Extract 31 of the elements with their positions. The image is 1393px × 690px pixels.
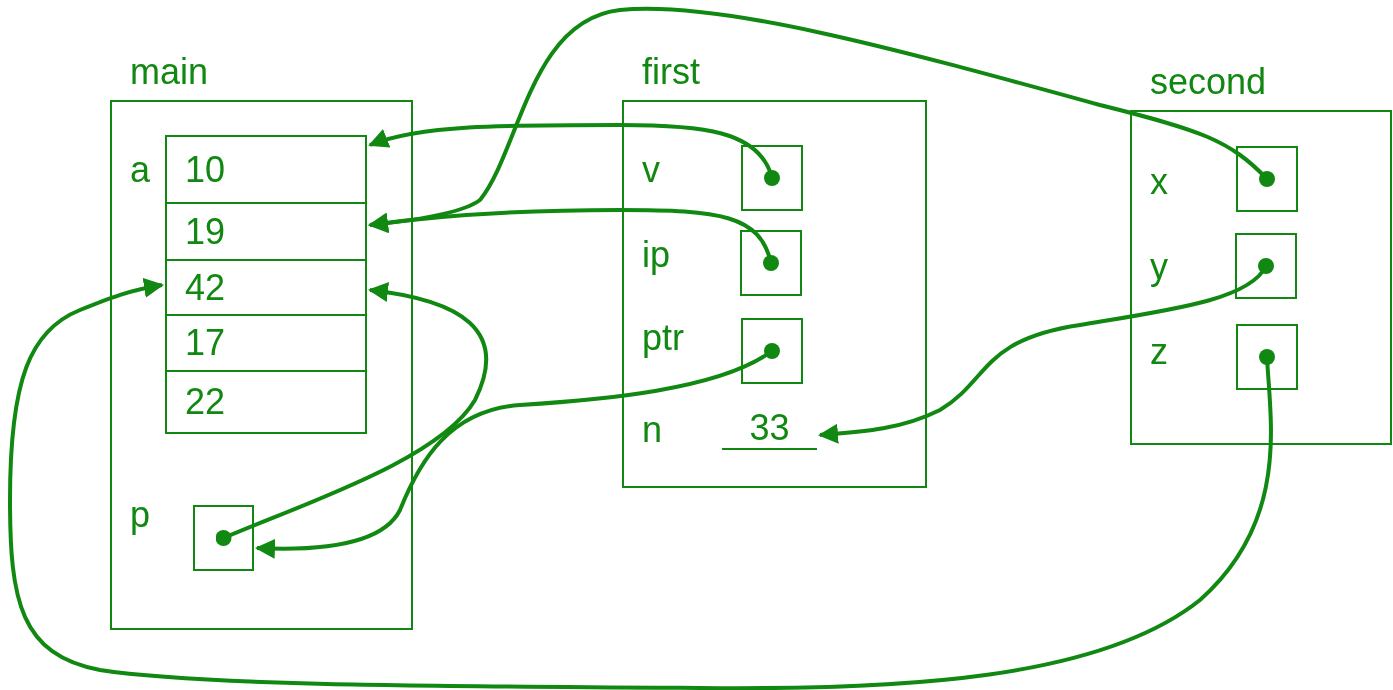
frame-title: first <box>642 52 700 92</box>
variable-name: v <box>642 150 660 190</box>
variable-name: ptr <box>642 318 684 358</box>
pointer-box <box>1236 146 1298 212</box>
array-cell: 42 <box>165 259 367 316</box>
pointer-arrow <box>8 278 1275 690</box>
pointer-arrow <box>818 258 1274 444</box>
variable-name: ip <box>642 235 671 275</box>
frame-title: main <box>130 52 209 92</box>
pointer-box <box>193 505 254 571</box>
variable-name: a <box>130 150 151 190</box>
array-cell: 10 <box>165 135 367 204</box>
value-text: 33 <box>722 406 817 450</box>
variable-name: n <box>642 410 663 450</box>
variable-name: p <box>130 495 151 535</box>
pointer-box <box>741 145 803 211</box>
pointer-box <box>741 318 803 384</box>
pointer-box <box>740 230 802 296</box>
pointer-arrow <box>255 343 780 559</box>
array-cell: 22 <box>165 370 367 434</box>
variable-name: y <box>1150 247 1168 287</box>
pointer-box <box>1235 233 1297 299</box>
frame-title: second <box>1150 62 1267 102</box>
array-cell: 19 <box>165 202 367 261</box>
variable-name: x <box>1150 162 1168 202</box>
pointer-arrow <box>215 282 488 546</box>
variable-name: z <box>1150 332 1168 372</box>
pointer-box <box>1236 324 1298 390</box>
pointer-arrow <box>368 123 780 186</box>
array-cell: 17 <box>165 314 367 372</box>
pointer-arrow <box>368 6 1275 234</box>
